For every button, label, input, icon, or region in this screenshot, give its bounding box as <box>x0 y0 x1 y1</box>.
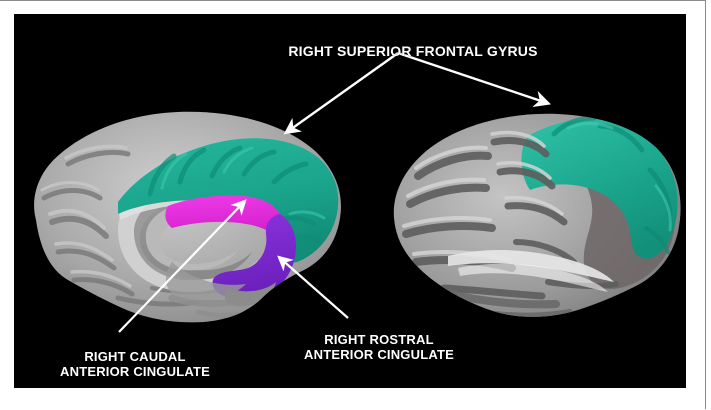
rostral-line-1: RIGHT ROSTRAL <box>324 332 434 347</box>
sylvian-fissure-highlight <box>448 250 614 282</box>
annotation-arrows <box>118 51 551 333</box>
label-right-caudal-anterior-cingulate: RIGHT CAUDAL ANTERIOR CINGULATE <box>39 349 231 379</box>
region-caudal-anterior-cingulate <box>165 195 283 238</box>
caudal-line-1: RIGHT CAUDAL <box>84 349 186 364</box>
caudal-anterior-cingulate-arrow <box>118 199 247 333</box>
figure-panel: RIGHT SUPERIOR FRONTAL GYRUS RIGHT CAUDA… <box>14 14 686 388</box>
lateral-cortex-surface <box>393 113 681 317</box>
region-rostral-anterior-cingulate <box>212 214 296 300</box>
superior-frontal-gyrus-arrow-left <box>283 52 399 135</box>
caudal-line-2: ANTERIOR CINGULATE <box>60 364 210 379</box>
label-right-superior-frontal-gyrus: RIGHT SUPERIOR FRONTAL GYRUS <box>273 44 553 59</box>
medial-cortex-surface <box>34 111 341 323</box>
title-line-1: RIGHT SUPERIOR FRONTAL GYRUS <box>288 43 538 59</box>
rostral-anterior-cingulate-arrow <box>277 255 349 319</box>
superior-frontal-gyrus-arrow-right <box>397 51 551 107</box>
rostral-line-2: ANTERIOR CINGULATE <box>304 347 454 362</box>
medial-surface-right-hemisphere <box>34 111 341 323</box>
lateral-surface-right-hemisphere <box>393 113 681 317</box>
region-superior-frontal-gyrus-lateral <box>521 119 678 259</box>
label-right-rostral-anterior-cingulate: RIGHT ROSTRAL ANTERIOR CINGULATE <box>284 332 474 362</box>
